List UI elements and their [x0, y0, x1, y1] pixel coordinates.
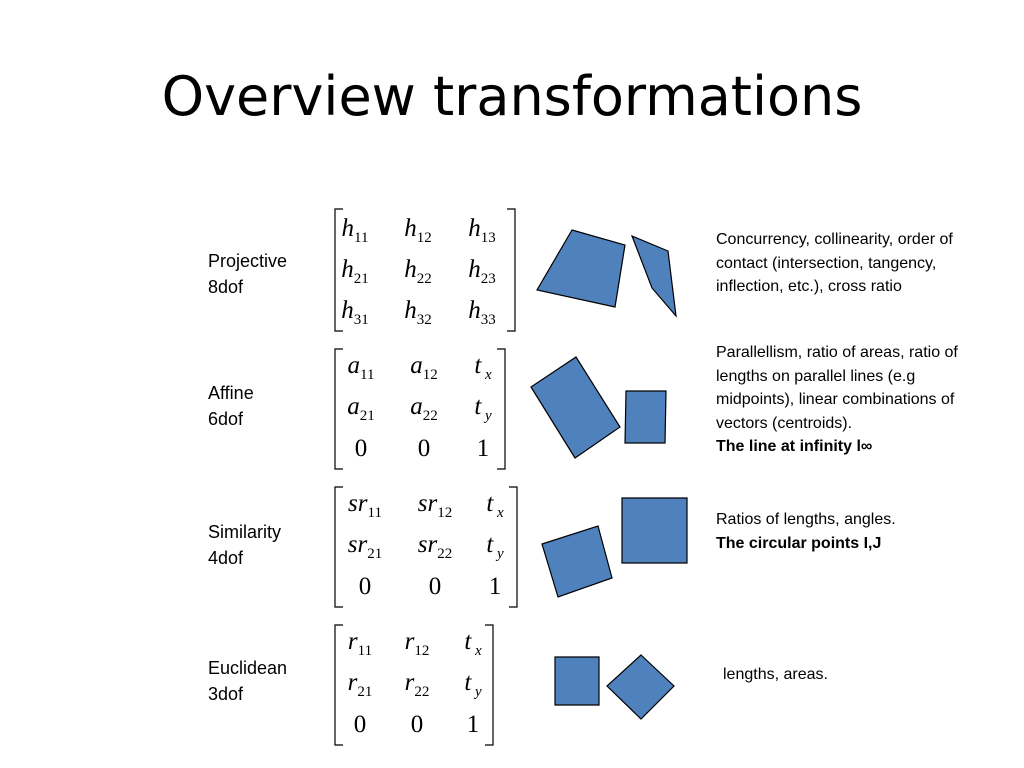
similarity-invariants: Ratios of lengths, angles. The circular …: [716, 508, 986, 555]
similarity-invariants-bold: The circular points I,J: [716, 534, 882, 552]
euclidean-invariants: lengths, areas.: [723, 663, 993, 687]
affine-rectangle-shape: [624, 390, 667, 444]
euclidean-square-shape: [554, 656, 600, 706]
affine-matrix-cell: 0: [354, 435, 368, 462]
affine-left-bracket: [334, 348, 343, 470]
projective-invariants: Concurrency, collinearity, order of cont…: [716, 228, 986, 299]
affine-matrix: a11 a12 t x a21 a22 t y 0 0 1: [333, 348, 507, 470]
affine-parallelogram-shape: [530, 356, 621, 459]
euclidean-matrix-cell: 1: [466, 711, 480, 738]
affine-invariants: Parallellism, ratio of areas, ratio of l…: [716, 341, 986, 459]
projective-dof: 8dof: [208, 277, 244, 297]
projective-matrix-cell: h21: [341, 256, 369, 287]
projective-matrix-cell: h33: [468, 297, 496, 328]
similarity-matrix-brackets: [334, 486, 518, 608]
euclidean-matrix: r11 r12 t x r21 r22 t y 0 0 1: [333, 624, 495, 746]
euclidean-left-bracket: [334, 624, 343, 746]
page-title: Overview transformations: [161, 65, 863, 128]
euclidean-right-bracket: [485, 624, 494, 746]
affine-matrix-brackets: [334, 348, 506, 470]
affine-matrix-cell: a22: [410, 393, 438, 424]
projective-name: Projective: [208, 251, 288, 271]
projective-matrix-brackets: [334, 208, 516, 332]
affine-matrix-cell: t x: [474, 352, 492, 383]
projective-label: Projective 8dof: [208, 248, 287, 300]
similarity-matrix-cell: sr11: [348, 490, 382, 521]
euclidean-matrix-cell: 0: [410, 711, 424, 738]
similarity-matrix-cell: 1: [488, 573, 502, 600]
euclidean-matrix-brackets: [334, 624, 494, 746]
similarity-matrix-cell: 0: [358, 573, 372, 600]
similarity-right-bracket: [509, 486, 518, 608]
euclidean-matrix-cell: r12: [404, 628, 430, 659]
euclidean-matrix-cell: r22: [404, 669, 430, 700]
similarity-dof: 4dof: [208, 548, 244, 568]
euclidean-matrix-cell: t x: [464, 628, 482, 659]
euclidean-matrix-cell: r11: [347, 628, 373, 659]
projective-matrix-cell: h32: [404, 297, 432, 328]
projective-matrix-cell: h31: [341, 297, 369, 328]
projective-matrix-cell: h11: [341, 215, 369, 246]
affine-invariants-text: Parallellism, ratio of areas, ratio of l…: [716, 344, 958, 432]
affine-invariants-bold: The line at infinity l∞: [716, 438, 873, 455]
projective-matrix-cell: h12: [404, 215, 432, 246]
projective-matrix-cell: h22: [404, 256, 432, 287]
affine-name: Affine: [208, 383, 254, 403]
similarity-rotated-square-shape: [541, 525, 613, 598]
projective-invariants-text: Concurrency, collinearity, order of cont…: [716, 231, 953, 295]
affine-dof: 6dof: [208, 409, 244, 429]
similarity-matrix-cell: 0: [428, 573, 442, 600]
euclidean-matrix-cell: t y: [464, 669, 482, 700]
projective-matrix: h11 h12 h13 h21 h22 h23 h31 h32 h33: [333, 208, 517, 332]
affine-label: Affine 6dof: [208, 380, 254, 432]
euclidean-matrix-cell: r21: [347, 669, 373, 700]
euclidean-label: Euclidean 3dof: [208, 655, 287, 707]
similarity-invariants-text: Ratios of lengths, angles.: [716, 511, 896, 528]
similarity-left-bracket: [334, 486, 343, 608]
similarity-matrix-cell: t x: [486, 490, 504, 521]
similarity-name: Similarity: [208, 522, 282, 542]
similarity-matrix-cell: t y: [486, 531, 504, 562]
affine-matrix-cell: 0: [417, 435, 431, 462]
euclidean-dof: 3dof: [208, 684, 244, 704]
projective-matrix-cell: h13: [468, 215, 496, 246]
similarity-matrix: sr11 sr12 t x sr21 sr22 t y 0 0 1: [333, 486, 519, 608]
similarity-matrix-cell: sr22: [417, 531, 453, 562]
projective-kite-shape: [630, 234, 677, 318]
affine-matrix-cell: a21: [347, 393, 375, 424]
projective-matrix-cell: h23: [468, 256, 496, 287]
euclidean-matrix-cell: 0: [353, 711, 367, 738]
projective-left-bracket: [334, 208, 343, 332]
affine-matrix-cell: 1: [476, 435, 490, 462]
similarity-square-shape: [621, 497, 688, 564]
similarity-matrix-cell: sr12: [417, 490, 453, 521]
euclidean-name: Euclidean: [208, 658, 288, 678]
similarity-label: Similarity 4dof: [208, 519, 281, 571]
affine-matrix-cell: a12: [410, 352, 438, 383]
affine-matrix-cell: t y: [474, 393, 492, 424]
projective-right-bracket: [507, 208, 516, 332]
euclidean-invariants-text: lengths, areas.: [723, 666, 828, 683]
affine-right-bracket: [497, 348, 506, 470]
affine-matrix-cell: a11: [347, 352, 375, 383]
euclidean-diamond-shape: [606, 654, 675, 720]
projective-quad-shape: [536, 229, 626, 308]
similarity-matrix-cell: sr21: [347, 531, 383, 562]
